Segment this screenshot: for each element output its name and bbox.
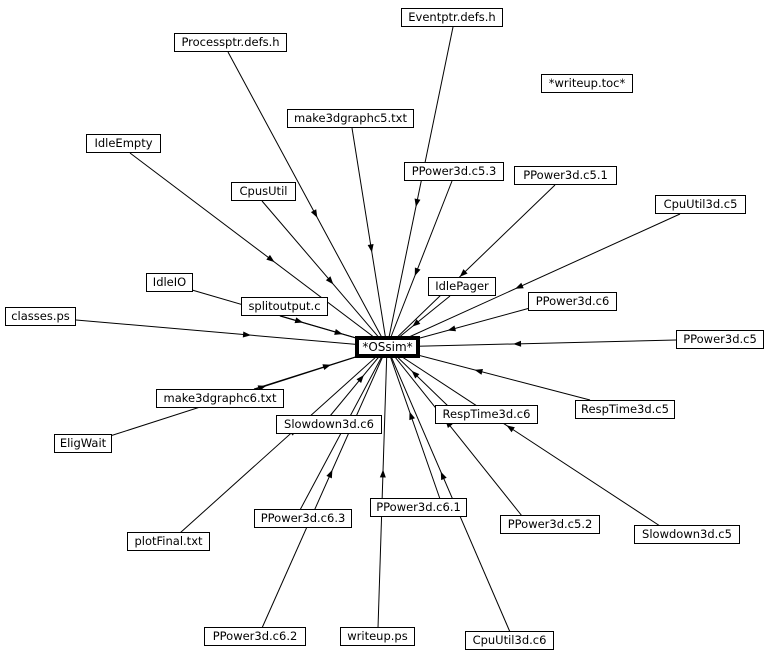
arrowhead-icon <box>412 319 421 327</box>
arrowhead-icon <box>513 340 522 347</box>
arrowhead-icon <box>379 469 386 478</box>
edge-slowdown3d-c5-to-ossim <box>386 346 661 527</box>
node-cpuutil3d-c5[interactable]: CpuUtil3d.c5 <box>655 195 746 214</box>
node-make3dgraphc5[interactable]: make3dgraphc5.txt <box>287 109 414 128</box>
edge-resptime3d-c5-to-ossim <box>386 346 591 401</box>
arrowhead-icon <box>325 276 334 285</box>
edge-ppower3d-c5-to-ossim <box>386 339 677 348</box>
arrowhead-icon <box>515 282 524 289</box>
edge-ppower3d-c6-1-to-ossim <box>386 346 441 500</box>
edge-slowdown3d-c6-to-ossim <box>329 346 388 417</box>
edge-ppower3d-c5-1-to-ossim <box>386 184 556 348</box>
node-ppower3d-c6-1[interactable]: PPower3d.c6.1 <box>370 498 467 517</box>
node-writeup-ps[interactable]: writeup.ps <box>340 627 415 646</box>
arrowhead-icon <box>326 469 333 479</box>
arrowhead-icon <box>367 244 374 253</box>
node-plotfinal[interactable]: plotFinal.txt <box>127 532 210 551</box>
edge-classes-ps-to-ossim <box>75 319 388 348</box>
edge-cpuutil3d-c6-to-ossim <box>386 346 511 633</box>
node-processptr[interactable]: Processptr.defs.h <box>174 33 287 52</box>
arrowhead-icon <box>414 198 421 207</box>
arrowhead-icon <box>414 267 421 277</box>
node-classes-ps[interactable]: classes.ps <box>5 307 76 326</box>
edge-writeup-ps-to-ossim <box>377 346 388 629</box>
node-slowdown3d-c6[interactable]: Slowdown3d.c6 <box>276 415 382 434</box>
node-ppower3d-c5-3[interactable]: PPower3d.c5.3 <box>404 162 504 181</box>
arrowhead-icon <box>356 374 364 384</box>
node-idleio[interactable]: IdleIO <box>146 273 193 292</box>
node-slowdown3d-c5[interactable]: Slowdown3d.c5 <box>634 525 740 544</box>
arrowhead-icon <box>411 370 420 379</box>
node-writeup-toc[interactable]: *writeup.toc* <box>541 74 633 93</box>
node-ppower3d-c6-2[interactable]: PPower3d.c6.2 <box>204 627 306 646</box>
node-cpuutil3d-c6[interactable]: CpuUtil3d.c6 <box>465 631 554 650</box>
arrowhead-icon <box>506 425 515 433</box>
arrowhead-icon <box>266 254 275 263</box>
node-ppower3d-c5[interactable]: PPower3d.c5 <box>676 330 764 349</box>
edge-ppower3d-c5-2-to-ossim <box>386 346 523 517</box>
node-ppower3d-c6[interactable]: PPower3d.c6 <box>528 292 617 311</box>
arrowhead-icon <box>409 411 415 421</box>
arrowhead-icon <box>242 331 252 338</box>
edge-plotfinal-to-ossim <box>179 346 388 534</box>
edge-make3dgraphc5-to-ossim <box>351 127 388 348</box>
node-resptime3d-c6[interactable]: RespTime3d.c6 <box>435 405 538 424</box>
node-idlepager[interactable]: IdlePager <box>428 277 496 296</box>
edge-ppower3d-c6-2-to-ossim <box>261 346 388 629</box>
arrowhead-icon <box>440 471 447 481</box>
arrowhead-icon <box>459 269 468 277</box>
node-cpusutil[interactable]: CpusUtil <box>231 182 296 201</box>
arrowhead-icon <box>474 368 483 375</box>
arrowhead-icon <box>447 325 456 332</box>
node-make3dgraphc6[interactable]: make3dgraphc6.txt <box>156 389 284 408</box>
node-ppower3d-c6-3[interactable]: PPower3d.c6.3 <box>254 509 352 528</box>
edge-eventptr-to-ossim <box>386 26 454 348</box>
edge-cpuutil3d-c5-to-ossim <box>386 213 681 348</box>
node-ppower3d-c5-2[interactable]: PPower3d.c5.2 <box>500 515 600 534</box>
node-eventptr[interactable]: Eventptr.defs.h <box>401 8 503 27</box>
edge-idleempty-to-ossim <box>129 152 388 348</box>
arrowhead-icon <box>310 209 318 218</box>
node-ossim-center[interactable]: *OSsim* <box>355 336 420 358</box>
node-eligwait[interactable]: EligWait <box>54 434 112 453</box>
node-idleempty[interactable]: IdleEmpty <box>86 134 161 153</box>
edge-ppower3d-c5-3-to-ossim <box>386 180 453 348</box>
edge-processptr-to-ossim <box>227 51 388 348</box>
node-splitoutput[interactable]: splitoutput.c <box>241 297 328 316</box>
edge-cpusutil-to-ossim <box>261 200 388 348</box>
node-ppower3d-c5-1[interactable]: PPower3d.c5.1 <box>514 166 617 185</box>
arrowhead-icon <box>334 329 343 335</box>
node-resptime3d-c5[interactable]: RespTime3d.c5 <box>575 400 675 419</box>
